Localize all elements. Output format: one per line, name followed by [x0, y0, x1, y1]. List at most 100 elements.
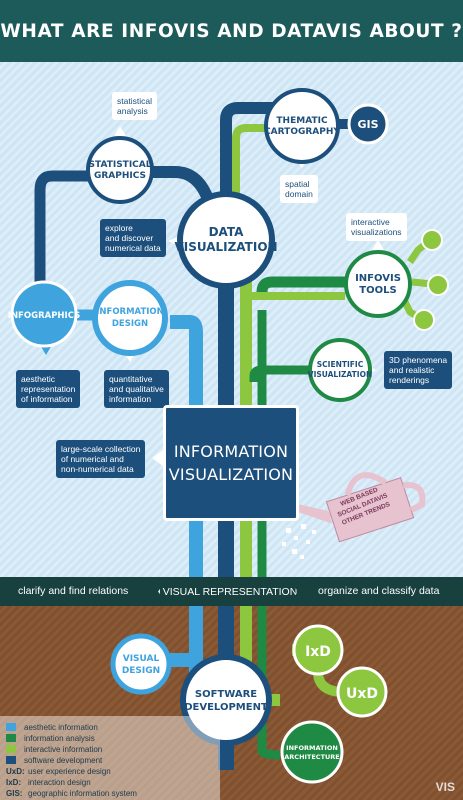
scientific-visualization-node: SCIENTIFIC VISUALIZATION [308, 338, 376, 402]
legend-label: information analysis [24, 734, 95, 743]
thematic-cartography-node: THEMATIC CARTOGRAPHY [264, 88, 340, 168]
note-line: numerical data [105, 243, 161, 253]
uxd-node: UxD [336, 666, 388, 718]
infovis-box-line2: VISUALIZATION [168, 465, 294, 484]
infodesign-line1: INFORMATION [96, 307, 164, 317]
note-line: domain [285, 189, 313, 199]
legend-abbr-item: IxD: interaction design [6, 778, 91, 787]
note-line: representation [21, 384, 76, 394]
note-line: visualizations [351, 227, 402, 237]
legend-swatch [6, 756, 16, 764]
software-line2: DEVELOPMENT [184, 702, 268, 713]
information-architecture-node: INFORMATION ARCHITECTURE [280, 720, 344, 784]
legend-item: aesthetic information [6, 723, 98, 732]
visualdesign-line1: VISUAL [123, 654, 160, 664]
visual-design-node: VISUAL DESIGN [110, 633, 172, 695]
note-line: and qualitative [109, 384, 164, 394]
note-large-scale: large-scale collection of numerical and … [56, 440, 146, 478]
band-right-text: organize and classify data [318, 585, 440, 597]
pipe-cartography [220, 102, 282, 215]
pipe-infovis-green [256, 276, 345, 300]
ia-line1: INFORMATION [286, 744, 338, 752]
infovis-box-line1: INFORMATION [173, 442, 289, 461]
trunk-green-pipe [257, 310, 281, 760]
information-visualization-box: INFORMATION VISUALIZATION [163, 405, 299, 521]
note-line: explore [105, 223, 133, 233]
vis-logo: VIS [435, 780, 455, 794]
legend-item: information analysis [6, 734, 95, 743]
legend-abbr-text: interaction design [28, 778, 91, 787]
statgraphics-line2: GRAPHICS [94, 171, 146, 181]
ixd-label: IxD [305, 644, 331, 660]
title-bar: WHAT ARE INFOVIS AND DATAVIS ABOUT ? [0, 0, 463, 62]
gis-label: GIS [357, 118, 378, 131]
software-line1: SOFTWARE [195, 689, 257, 700]
note-line: statistical [117, 96, 152, 106]
legend-item: interactive information [6, 745, 102, 754]
legend-abbr: IxD: [6, 778, 22, 787]
infodesign-line2: DESIGN [112, 319, 148, 329]
legend-swatch [6, 745, 16, 753]
infovis-line2: TOOLS [359, 285, 396, 296]
infographics-node: INFOGRAPHICS [8, 280, 80, 355]
legend-label: software development [24, 756, 103, 765]
legend-swatch [6, 723, 16, 731]
legend-abbr: UxD: [6, 767, 25, 776]
band-center-text: VISUAL REPRESENTATION [162, 585, 298, 598]
band-center-label: VISUAL REPRESENTATION [158, 578, 298, 605]
gis-node: GIS [347, 103, 389, 145]
note-line: and discover [105, 233, 154, 243]
scivis-line2: VISUALIZATION [308, 370, 372, 379]
legend: aesthetic information information analys… [0, 716, 220, 800]
note-line: 3D phenomena [389, 355, 448, 365]
lime-bubbles [413, 229, 449, 331]
note-line: spatial [285, 179, 310, 189]
statistical-graphics-node: STATISTICAL GRAPHICS [86, 126, 154, 204]
note-spatial-domain: spatial domain [280, 175, 318, 203]
note-line: interactive [351, 217, 390, 227]
ixd-node: IxD [292, 624, 344, 676]
pipe-infographics-navy [34, 170, 100, 295]
legend-abbr: GIS: [6, 789, 23, 798]
note-line: of numerical and [61, 454, 124, 464]
data-visualization-node: DATA VISUALIZATION [168, 191, 278, 289]
pipe-infovis-lime [242, 292, 345, 301]
note-explore-numerical: explore and discover numerical data [100, 219, 166, 257]
datavis-line1: DATA [209, 225, 245, 239]
visualdesign-line2: DESIGN [122, 666, 160, 676]
statgraphics-line1: STATISTICAL [89, 160, 152, 170]
watering-can-icon [293, 472, 426, 543]
software-development-node: SOFTWARE DEVELOPMENT [180, 654, 272, 746]
thematic-line1: THEMATIC [276, 116, 328, 126]
infographics-label: INFOGRAPHICS [8, 311, 80, 321]
note-quantitative-qualitative: quantitative and qualitative information [104, 370, 169, 408]
page-title: WHAT ARE INFOVIS AND DATAVIS ABOUT ? [0, 20, 463, 42]
note-line: and realistic [389, 365, 435, 375]
scivis-line1: SCIENTIFIC [317, 360, 364, 369]
trunk-lightblue-pipe [170, 315, 203, 700]
band-left-text: clarify and find relations [18, 585, 129, 597]
note-line: non-numerical data [61, 464, 134, 474]
legend-swatch [6, 734, 16, 742]
infobox-pointer [152, 450, 163, 466]
ia-line2: ARCHITECTURE [284, 753, 339, 761]
infovis-line1: INFOVIS [355, 273, 401, 284]
legend-abbr-item: UxD:user experience design [6, 767, 111, 776]
thematic-line2: CARTOGRAPHY [264, 127, 340, 137]
note-line: information [109, 394, 152, 404]
legend-item: software development [6, 756, 102, 765]
note-line: of information [21, 394, 73, 404]
water-drops [282, 524, 316, 559]
legend-label: aesthetic information [24, 723, 98, 732]
infovis-tools-node: INFOVIS TOOLS [344, 240, 412, 318]
pipe-cartography-lime [232, 124, 270, 200]
note-line: large-scale collection [61, 444, 141, 454]
pipe-scivis [249, 365, 310, 382]
note-statistical-analysis-box: statistical analysis [112, 92, 157, 120]
legend-abbr-text: geographic information system [28, 789, 137, 798]
legend-abbr-item: GIS: geographic information system [6, 789, 137, 798]
note-aesthetic-representation: aesthetic representation of information [16, 370, 81, 408]
note-line: renderings [389, 375, 430, 385]
note-interactive-visualizations: interactive visualizations [346, 213, 407, 241]
uxd-label: UxD [346, 686, 378, 702]
